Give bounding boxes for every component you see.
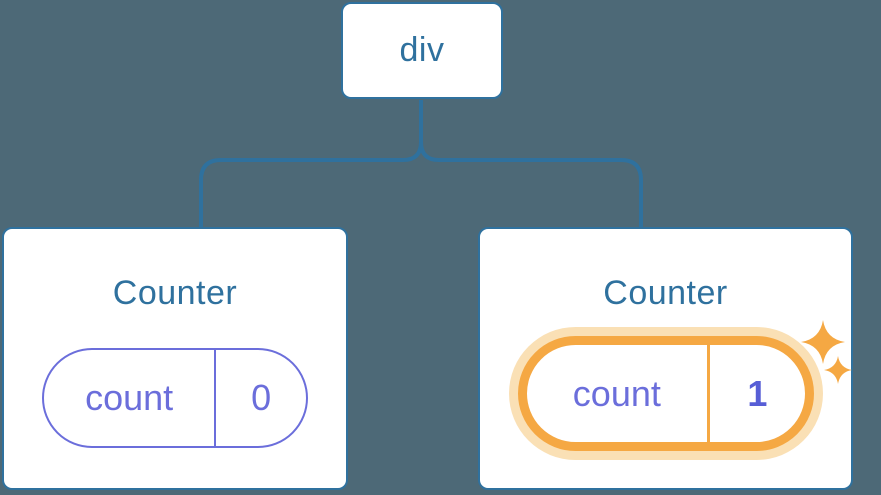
state-value: 0 xyxy=(251,377,272,418)
state-pill-highlighted: count 1 xyxy=(517,336,814,451)
state-pill: count 0 xyxy=(42,348,308,448)
component-title: Counter xyxy=(112,274,238,312)
component-title: Counter xyxy=(603,274,728,312)
connector-right-branch xyxy=(419,100,643,228)
state-value: 1 xyxy=(747,372,768,414)
state-key-label: count xyxy=(44,350,217,446)
sparkles-icon xyxy=(801,320,852,384)
counter-card-right: Counter count 1 xyxy=(478,227,853,490)
connector-left-branch xyxy=(199,100,423,228)
root-node-div: div xyxy=(341,2,503,99)
sparkle-small xyxy=(824,356,852,384)
counter-card-left: Counter count 0 xyxy=(2,227,348,490)
state-key-label: count xyxy=(527,345,711,442)
root-node-label: div xyxy=(399,31,445,69)
sparkle-large xyxy=(801,320,845,364)
